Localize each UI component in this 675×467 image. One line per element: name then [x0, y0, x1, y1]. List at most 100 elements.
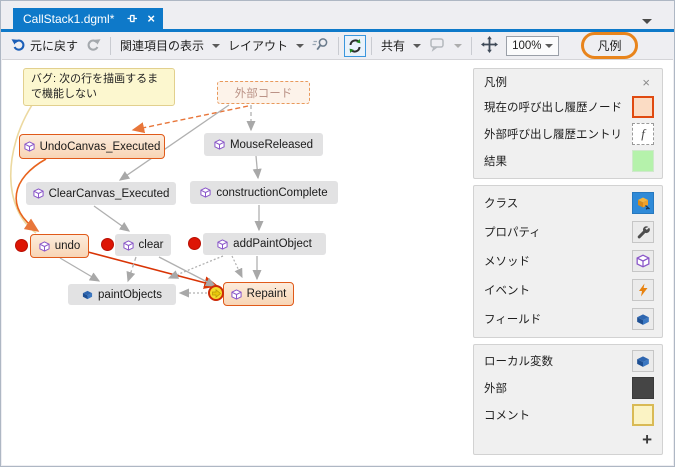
show-related-label: 関連項目の表示 [120, 39, 205, 53]
node-repaint[interactable]: Repaint [223, 282, 294, 306]
field-icon [632, 307, 654, 330]
edge-undo-repaint[interactable] [87, 251, 219, 289]
toolbar-separator [371, 36, 373, 55]
error-dot-icon [188, 237, 201, 250]
legend-add-button[interactable]: + [642, 430, 652, 449]
comment-node[interactable]: バグ: 次の行を描画するまで機能しない [23, 68, 175, 106]
legend-item-comment[interactable]: コメント [474, 401, 662, 428]
node-constructioncomplete[interactable]: constructionComplete [190, 181, 338, 204]
toolbar-separator [338, 36, 340, 55]
legend-panel: 凡例 × 現在の呼び出し履歴ノード 外部呼び出し履歴エントリ f 結果 [473, 68, 663, 461]
local-variable-icon [632, 349, 654, 372]
comment-icon [429, 37, 446, 55]
legend-button-label: 凡例 [597, 39, 622, 53]
layout-dropdown[interactable]: レイアウト [224, 34, 308, 57]
tab-callstack-dgml[interactable]: CallStack1.dgml* × [13, 8, 163, 29]
undo-icon [11, 37, 26, 54]
node-paintobjects[interactable]: paintObjects [68, 284, 176, 305]
legend-section-other: ローカル変数 外部 コメント + [473, 344, 663, 455]
legend-item-class[interactable]: クラス [474, 188, 662, 217]
node-label: paintObjects [98, 288, 162, 301]
edge-clearcanvas-clear[interactable] [93, 205, 131, 232]
node-undocanvas-executed[interactable]: UndoCanvas_Executed [19, 134, 165, 159]
node-mousereleased[interactable]: MouseReleased [204, 133, 323, 156]
zoom-value: 100% [512, 39, 542, 52]
edge-undo-paintobjects[interactable] [59, 257, 101, 282]
auto-layout-toggle-button[interactable] [344, 34, 367, 57]
legend-item-event[interactable]: イベント [474, 275, 662, 304]
edge-clear-paintobjects[interactable] [126, 256, 137, 283]
legend-item-label: イベント [484, 284, 530, 297]
window-dropdown-icon[interactable] [642, 19, 652, 24]
legend-item-result[interactable]: 結果 [474, 147, 662, 174]
node-clear[interactable]: clear [115, 234, 171, 256]
node-label: constructionComplete [216, 186, 328, 199]
method-icon [200, 187, 211, 198]
new-comment-button[interactable] [425, 34, 466, 58]
undo-button[interactable]: 元に戻す [7, 34, 82, 57]
legend-section-callstack: 凡例 × 現在の呼び出し履歴ノード 外部呼び出し履歴エントリ f 結果 [473, 68, 663, 179]
edge-clear-repaint[interactable] [158, 256, 217, 287]
method-icon [39, 240, 50, 252]
method-icon [632, 249, 654, 272]
share-dropdown[interactable]: 共有 [377, 34, 425, 57]
active-tab-accent-line [1, 29, 674, 32]
tab-close-icon[interactable]: × [147, 11, 155, 26]
legend-item-external[interactable]: 外部 [474, 374, 662, 401]
method-icon [231, 288, 242, 300]
undo-label: 元に戻す [30, 39, 79, 53]
graph-canvas[interactable]: バグ: 次の行を描画するまで機能しない 外部コード UndoCanvas_Exe… [2, 59, 673, 465]
legend-item-current-node[interactable]: 現在の呼び出し履歴ノード [474, 93, 662, 120]
legend-item-label: ローカル変数 [484, 355, 553, 368]
toolbar: 元に戻す 関連項目の表示 レイアウト [1, 32, 674, 59]
legend-item-label: フィールド [484, 313, 542, 326]
pan-button[interactable] [477, 33, 502, 59]
node-addpaintobject[interactable]: addPaintObject [203, 233, 326, 255]
edge-mousereleased-constructioncomplete[interactable] [252, 155, 262, 180]
legend-item-method[interactable]: メソッド [474, 246, 662, 275]
method-icon [122, 239, 134, 251]
field-icon [82, 289, 93, 300]
edge-undocanvas-undo[interactable] [15, 158, 47, 232]
legend-title: 凡例 [484, 77, 507, 89]
chevron-down-icon [296, 43, 305, 48]
node-clearcanvas-executed[interactable]: ClearCanvas_Executed [26, 182, 176, 205]
external-entry-swatch: f [632, 122, 654, 145]
node-label: undo [54, 240, 81, 252]
graph-edges [10, 104, 264, 298]
find-icon [312, 37, 329, 55]
legend-item-local-variable[interactable]: ローカル変数 [474, 347, 662, 374]
legend-item-field[interactable]: フィールド [474, 304, 662, 333]
tab-strip: CallStack1.dgml* × [1, 1, 674, 29]
redo-icon [86, 37, 101, 54]
event-bolt-icon [632, 278, 654, 301]
method-icon [23, 141, 35, 152]
node-label: ClearCanvas_Executed [48, 187, 170, 200]
legend-item-property[interactable]: プロパティ [474, 217, 662, 246]
edge-externalcode-undocanvas[interactable] [131, 105, 249, 134]
pin-icon[interactable] [126, 12, 139, 25]
edge-addpaintobject-paintobjects[interactable] [167, 255, 224, 279]
node-undo[interactable]: undo [30, 234, 89, 258]
legend-section-members: クラス プロパティ メソッド [473, 185, 663, 338]
redo-button[interactable] [82, 34, 105, 57]
sync-icon [349, 38, 361, 53]
legend-item-external-entry[interactable]: 外部呼び出し履歴エントリ f [474, 120, 662, 147]
current-node-swatch [632, 95, 654, 118]
chevron-down-icon [454, 43, 463, 48]
show-related-dropdown[interactable]: 関連項目の表示 [116, 34, 224, 57]
edge-addpaintobject-repaint-delegate[interactable] [231, 255, 243, 279]
legend-close-icon[interactable]: × [642, 74, 650, 90]
edge-externalcode-clearcanvas[interactable] [118, 104, 230, 181]
legend-item-label: 現在の呼び出し履歴ノード [484, 101, 622, 114]
node-external-code[interactable]: 外部コード [217, 81, 310, 104]
zoom-combobox[interactable]: 100% [506, 35, 560, 56]
legend-item-label: メソッド [484, 255, 530, 268]
quick-find-button[interactable] [308, 34, 333, 58]
legend-item-label: 外部 [484, 382, 507, 395]
layout-label: レイアウト [228, 39, 289, 53]
legend-toolbar-button[interactable]: 凡例 [581, 32, 638, 59]
error-dot-icon [15, 239, 28, 252]
pan-icon [481, 35, 499, 56]
